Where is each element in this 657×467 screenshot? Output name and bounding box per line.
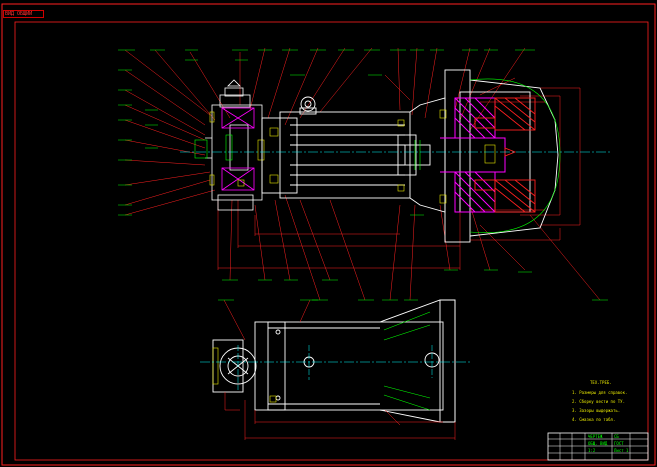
drawing-tab[interactable]: ВИД ОБЩИЙ xyxy=(3,10,44,18)
notes-line: 1. Размеры для справок. xyxy=(572,390,627,395)
drawing-frame-outer xyxy=(1,3,656,466)
notes-line: 3. Зазоры выдержать. xyxy=(572,408,620,413)
notes-heading: ТЕХ.ТРЕБ. xyxy=(590,380,612,385)
drawing-frame-inner xyxy=(14,21,649,461)
title-cell: ОБЩ. ВИД xyxy=(588,441,608,446)
label-marks xyxy=(118,49,608,301)
technical-notes: ТЕХ.ТРЕБ. 1. Размеры для справок. 2. Сбо… xyxy=(572,380,627,422)
notes-line: 4. Смазка по табл. xyxy=(572,417,615,422)
title-block: ЧЕРТЕЖ ОБЩ. ВИД СБ ГОСТ 1:2 Лист 1 xyxy=(547,432,649,461)
title-cell: ГОСТ xyxy=(614,441,624,446)
exterior-view xyxy=(200,299,470,440)
title-cell: ЧЕРТЕЖ xyxy=(588,434,603,439)
title-cell: СБ xyxy=(614,434,619,439)
title-cell: Лист 1 xyxy=(614,448,629,453)
leader-lines xyxy=(124,47,601,301)
dimension-lines xyxy=(217,87,581,270)
section-view xyxy=(118,47,610,301)
notes-line: 2. Сборку вести по ТУ. xyxy=(572,399,625,404)
title-cell: 1:2 xyxy=(588,448,596,453)
